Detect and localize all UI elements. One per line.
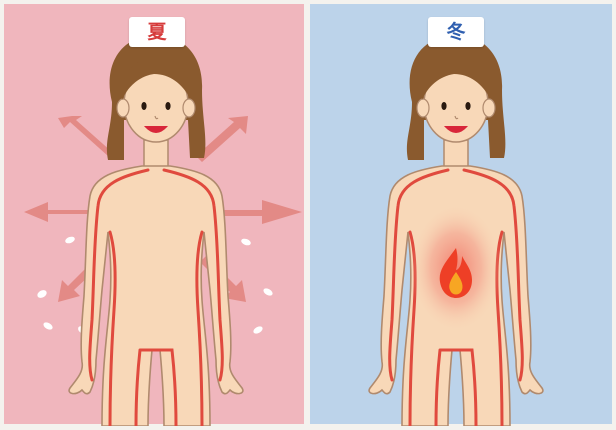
summer-panel [4, 4, 304, 426]
winter-panel [310, 4, 612, 426]
summer-label: 夏 [129, 17, 185, 47]
winter-label: 冬 [428, 17, 484, 47]
